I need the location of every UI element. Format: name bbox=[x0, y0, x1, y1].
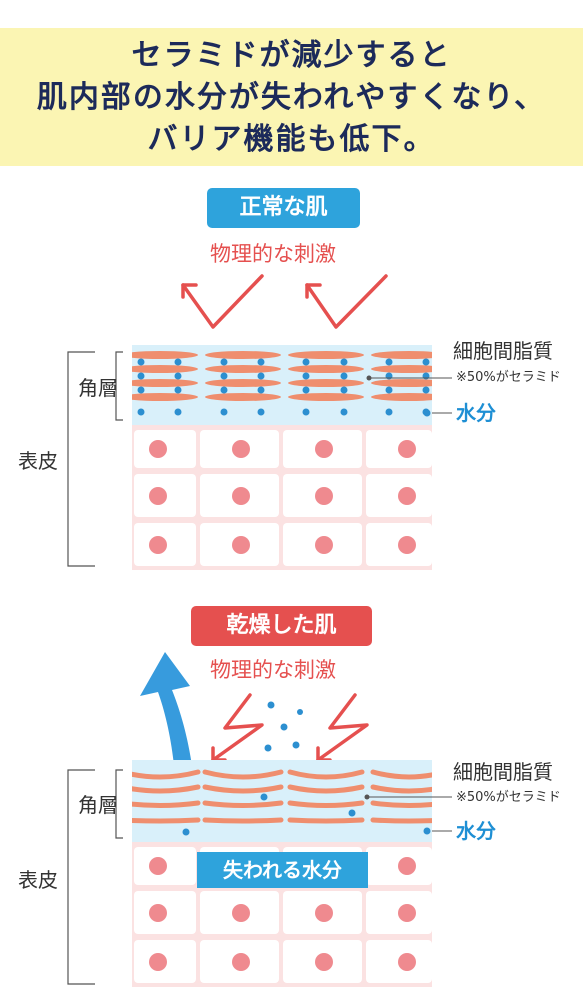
cells-normal bbox=[132, 425, 432, 570]
lipid-layers-normal bbox=[132, 351, 432, 416]
dry-skin-tag: 乾燥した肌 bbox=[191, 606, 372, 646]
normal-lipid-note: ※50%がセラミド bbox=[456, 370, 561, 385]
brackets-normal bbox=[67, 351, 123, 567]
dry-lipid-note: ※50%がセラミド bbox=[456, 790, 561, 805]
dry-stratum-label: 角層 bbox=[78, 793, 118, 817]
normal-lipid-label: 細胞間脂質 bbox=[453, 339, 553, 363]
brackets-dry bbox=[67, 769, 123, 985]
leaders-dry bbox=[367, 796, 452, 832]
dry-lipid-label: 細胞間脂質 bbox=[453, 760, 553, 784]
escaping-water-dots bbox=[264, 701, 303, 752]
normal-stimulus-label: 物理的な刺激 bbox=[210, 242, 336, 266]
header-line-1: セラミドが減少すると bbox=[131, 38, 452, 73]
header-banner bbox=[0, 28, 583, 166]
dry-epidermis-label: 表皮 bbox=[18, 868, 58, 892]
normal-skin-tag: 正常な肌 bbox=[207, 188, 360, 228]
stimulus-bolts-dry bbox=[211, 693, 369, 762]
lipid-layers-dry bbox=[132, 769, 432, 824]
dry-stimulus-label: 物理的な刺激 bbox=[210, 658, 336, 682]
header-line-3: バリア機能も低下。 bbox=[147, 122, 436, 157]
normal-stratum-label: 角層 bbox=[78, 376, 118, 400]
header-line-2: 肌内部の水分が失われやすくなり、 bbox=[36, 80, 547, 115]
dry-water-label: 水分 bbox=[456, 819, 496, 843]
stimulus-arrows-normal bbox=[181, 274, 388, 329]
lost-water-label: 失われる水分 bbox=[197, 852, 368, 888]
normal-epidermis-label: 表皮 bbox=[18, 449, 58, 473]
normal-water-label: 水分 bbox=[456, 401, 496, 425]
leaders-normal bbox=[369, 377, 452, 414]
